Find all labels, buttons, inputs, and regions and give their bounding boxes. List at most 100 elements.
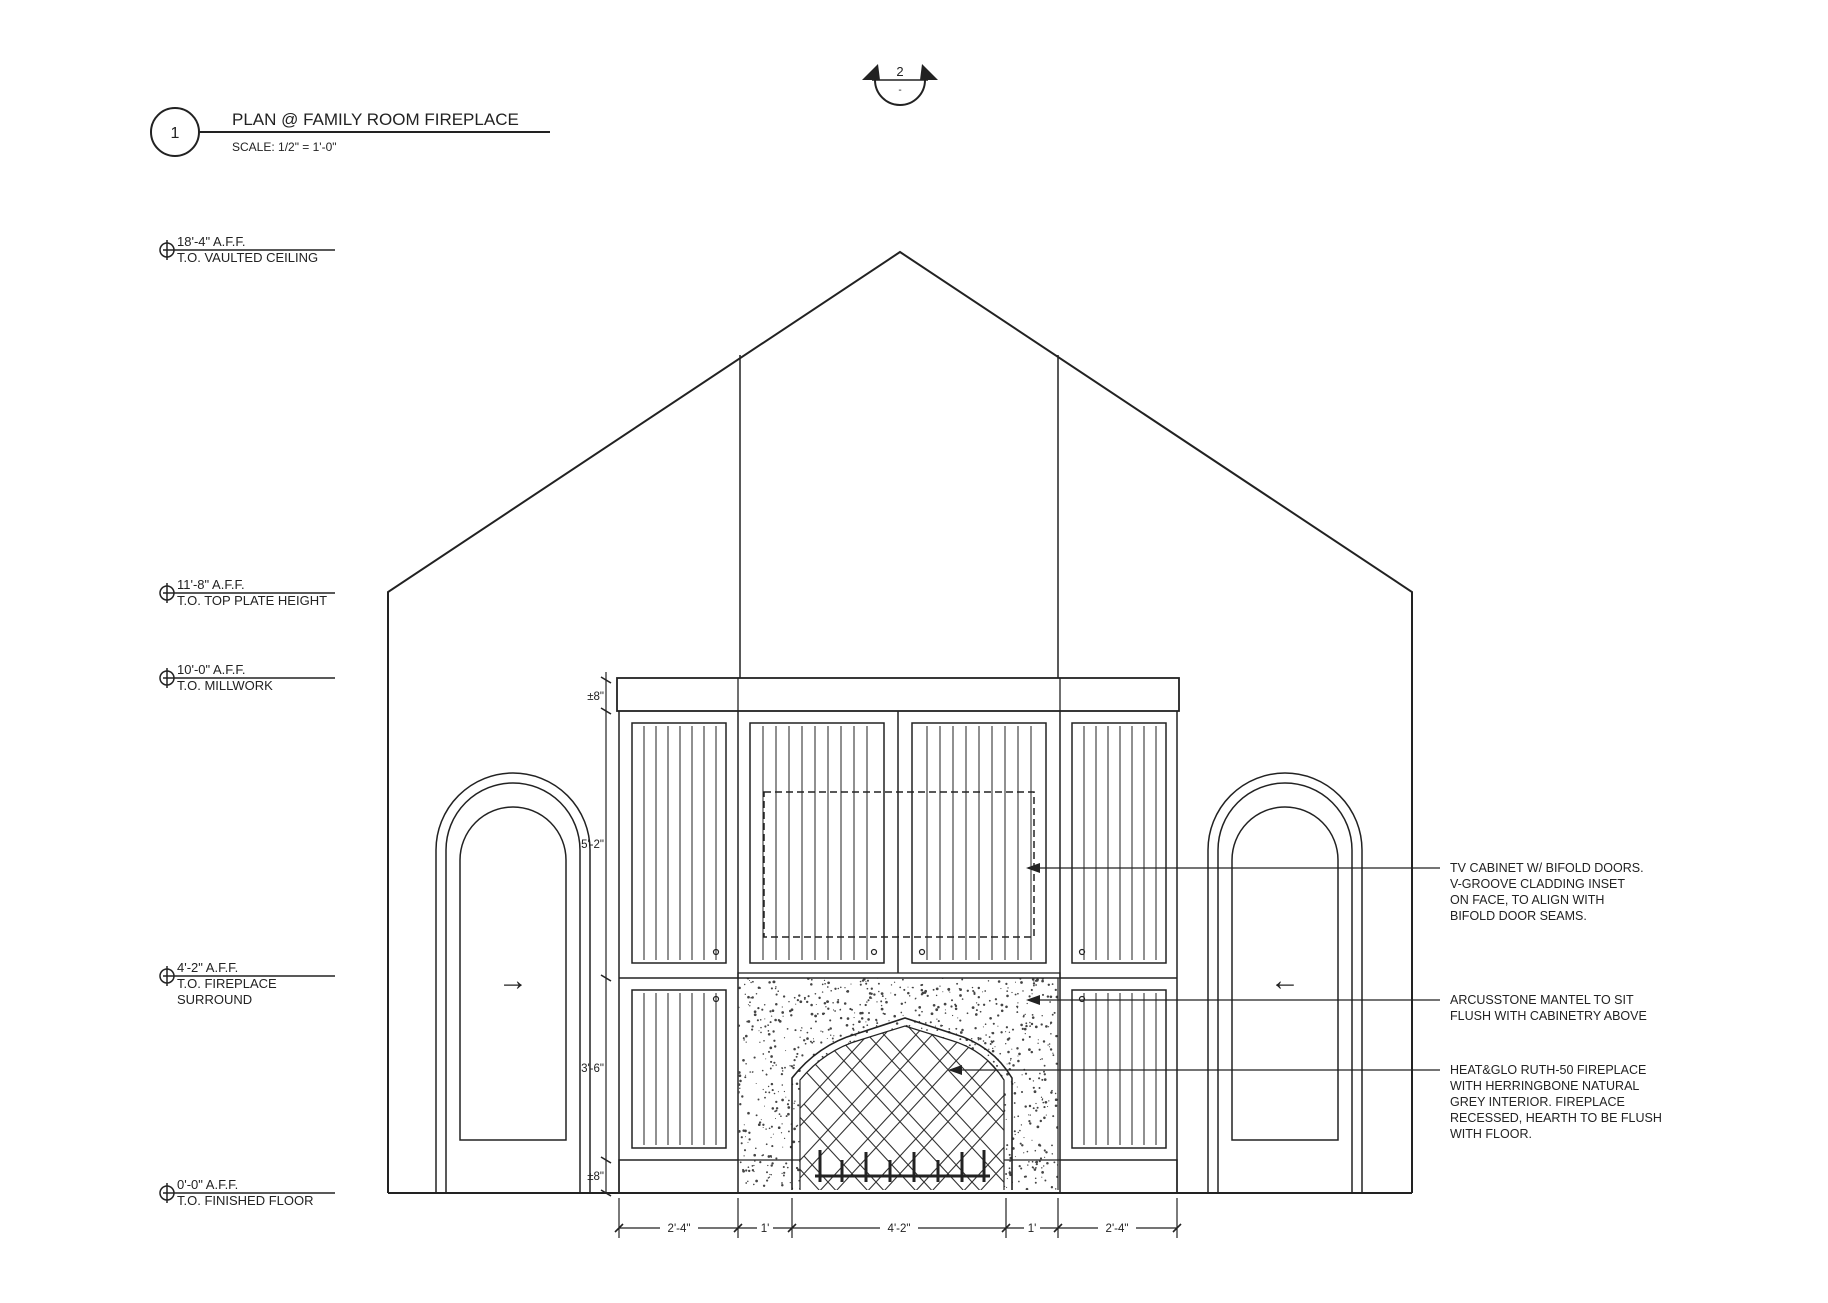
stone-speckle [1028, 1161, 1030, 1163]
stone-speckle [1053, 1011, 1056, 1014]
herringbone-tile [971, 1103, 1004, 1140]
stone-speckle [853, 1077, 857, 1081]
stone-speckle [869, 996, 872, 999]
stone-speckle [892, 1041, 894, 1043]
stone-speckle [979, 1075, 982, 1078]
stone-speckle [1031, 1014, 1034, 1016]
stone-speckle [994, 1081, 996, 1084]
stone-speckle [821, 1031, 824, 1033]
stone-speckle [1020, 1167, 1023, 1170]
stone-speckle [904, 1086, 907, 1089]
stone-speckle [1008, 1062, 1011, 1065]
stone-speckle [843, 1105, 845, 1107]
stone-speckle [754, 1160, 756, 1162]
stone-speckle [1036, 978, 1039, 982]
stone-speckle [740, 1136, 743, 1139]
stone-speckle [901, 1155, 903, 1157]
stone-speckle [903, 1095, 905, 1097]
stone-speckle [995, 1002, 998, 1005]
stone-speckle [846, 1136, 849, 1138]
stone-speckle [757, 1098, 760, 1101]
stone-speckle [827, 1007, 830, 1010]
stone-speckle [804, 1081, 807, 1084]
stone-speckle [1037, 1039, 1039, 1041]
stone-speckle [762, 1126, 764, 1129]
stone-speckle [908, 1087, 911, 1090]
stone-speckle [866, 1001, 868, 1003]
stone-speckle [982, 1003, 986, 1006]
stone-speckle [839, 1077, 842, 1080]
stone-speckle [895, 1022, 899, 1025]
stone-speckle [954, 1007, 958, 1011]
stone-speckle [969, 1086, 972, 1088]
stone-speckle [963, 1078, 965, 1080]
stone-speckle [848, 1163, 850, 1166]
stone-speckle [812, 1040, 815, 1043]
vertical-dim-labels: ±8" 5'-2" 3'-6" ±8" [581, 691, 604, 1183]
stone-speckle [883, 1111, 885, 1113]
stone-speckle [964, 1156, 968, 1159]
stone-speckle [999, 1118, 1002, 1121]
dim-lower-cabinet: 3'-6" [581, 1063, 604, 1075]
stone-speckle [903, 988, 906, 991]
stone-speckle [958, 1139, 961, 1142]
stone-speckle [850, 983, 852, 985]
stone-speckle [847, 1101, 849, 1103]
stone-speckle [767, 1155, 771, 1158]
stone-speckle [1000, 1003, 1004, 1007]
stone-speckle [748, 1138, 751, 1141]
stone-speckle [787, 1130, 790, 1133]
stone-speckle [834, 987, 837, 990]
stone-speckle [1016, 1011, 1019, 1014]
stone-speckle [833, 1181, 837, 1185]
stone-speckle [833, 1160, 836, 1162]
stone-speckle [1021, 1027, 1024, 1031]
stone-speckle [1017, 1115, 1020, 1118]
stone-speckle [987, 1099, 989, 1101]
stone-speckle [875, 1151, 878, 1154]
stone-speckle [1012, 1064, 1015, 1067]
stone-speckle [1041, 1176, 1043, 1178]
stone-speckle [839, 1008, 842, 1011]
herringbone-tile [924, 1208, 972, 1243]
stone-speckle [747, 1020, 751, 1023]
stone-speckle [989, 1016, 992, 1020]
stone-speckle [744, 1034, 748, 1038]
stone-speckle [801, 1095, 804, 1098]
stone-speckle [775, 1003, 778, 1006]
stone-speckle [965, 1180, 968, 1182]
stone-speckle [934, 1025, 936, 1027]
stone-speckle [966, 989, 969, 992]
stone-speckle [849, 1040, 852, 1043]
stone-speckle [974, 1111, 977, 1114]
stone-speckle [772, 1064, 774, 1067]
stone-speckle [881, 1110, 885, 1113]
stone-speckle [1005, 1005, 1008, 1009]
stone-speckle [806, 1037, 809, 1040]
stone-speckle [767, 1177, 770, 1179]
stone-speckle [742, 1168, 745, 1171]
stone-speckle [920, 984, 923, 987]
stone-speckle [1051, 983, 1054, 985]
arched-door-right: ← [1207, 772, 1363, 1193]
stone-speckle [751, 1071, 754, 1073]
stone-speckle [1011, 1048, 1013, 1050]
stone-speckle [945, 1074, 948, 1077]
stone-speckle [856, 1156, 859, 1159]
stone-speckle [900, 1087, 903, 1089]
stone-speckle [751, 996, 754, 999]
stone-speckle [831, 1037, 834, 1040]
stone-speckle [925, 1081, 927, 1083]
stone-speckle [957, 1017, 959, 1019]
stone-speckle [848, 1143, 851, 1146]
stone-speckle [740, 1142, 743, 1145]
stone-speckle [932, 1152, 935, 1155]
stone-speckle [990, 1093, 992, 1095]
stone-speckle [934, 1189, 936, 1190]
stone-speckle [762, 1184, 766, 1187]
stone-speckle [753, 1164, 755, 1167]
stone-speckle [864, 1003, 867, 1007]
herringbone-tile [800, 1026, 829, 1036]
upper-center-right-panel [911, 722, 1047, 964]
